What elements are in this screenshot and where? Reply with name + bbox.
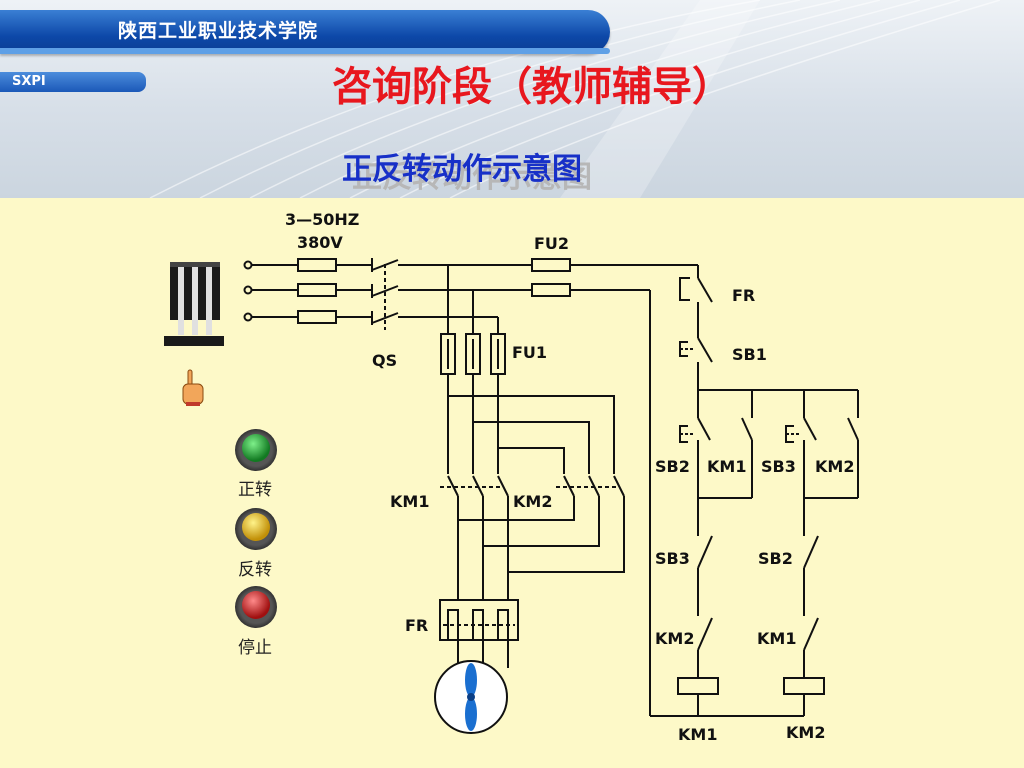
page-title: 咨询阶段（教师辅导） (332, 63, 732, 110)
supply-voltage-label: 380V (297, 233, 343, 252)
subtitle-shadow: 正反转动作示意图 (352, 160, 592, 195)
knife-switch-icon[interactable] (164, 262, 224, 346)
motor (434, 660, 508, 734)
main-bus (398, 258, 698, 318)
stop-lamp-label: 停止 (238, 638, 272, 658)
fu1-fuses (440, 265, 506, 375)
stop-lamp[interactable] (235, 586, 277, 628)
page-subtitle: 正反转动作示意图 (342, 152, 582, 187)
km1-coil-label: KM1 (678, 725, 717, 744)
fu1-label: FU1 (512, 343, 547, 362)
school-name: 陕西工业职业技术学院 (118, 20, 319, 42)
qs-label: QS (372, 351, 397, 370)
school-banner (0, 10, 610, 54)
main-circuit-wiring (440, 374, 625, 600)
header-decoration (149, 0, 1001, 198)
sb3-start-label: SB3 (761, 457, 796, 476)
supply-frequency-label: 3—50HZ (285, 210, 359, 229)
km2-interlock-label: KM2 (655, 629, 694, 648)
pointing-hand-icon[interactable] (182, 369, 204, 406)
banner-underline (0, 48, 610, 54)
fu2-label: FU2 (534, 234, 569, 253)
control-circuit-wiring (649, 265, 859, 717)
reverse-lamp[interactable] (235, 508, 277, 550)
km2-coil-label: KM2 (786, 723, 825, 742)
sb1-label: SB1 (732, 345, 767, 364)
forward-lamp[interactable] (235, 429, 277, 471)
km1-interlock-label: KM1 (757, 629, 796, 648)
reverse-lamp-label: 反转 (238, 560, 272, 580)
slide-header: 陕西工业职业技术学院 SXPI 咨询阶段（教师辅导） 正反转动作示意图 正反转动… (0, 0, 1024, 198)
sb3-interlock-label: SB3 (655, 549, 690, 568)
qs-switch (371, 258, 399, 330)
fr-thermal-relay (439, 599, 519, 668)
km1-main-label: KM1 (390, 492, 429, 511)
fr-main-label: FR (405, 616, 428, 635)
sxpi-tag (0, 72, 146, 92)
km2-hold-label: KM2 (815, 457, 854, 476)
fr-control-label: FR (732, 286, 755, 305)
km2-main-label: KM2 (513, 492, 552, 511)
km1-hold-label: KM1 (707, 457, 746, 476)
circuit-diagram: 正转 反转 停止 3—50HZ 380V QS FU2 (164, 210, 859, 744)
sb2-interlock-label: SB2 (758, 549, 793, 568)
sxpi-tag-text: SXPI (12, 74, 46, 89)
forward-lamp-label: 正转 (238, 480, 272, 500)
sb2-start-label: SB2 (655, 457, 690, 476)
three-phase-supply (243, 258, 372, 324)
